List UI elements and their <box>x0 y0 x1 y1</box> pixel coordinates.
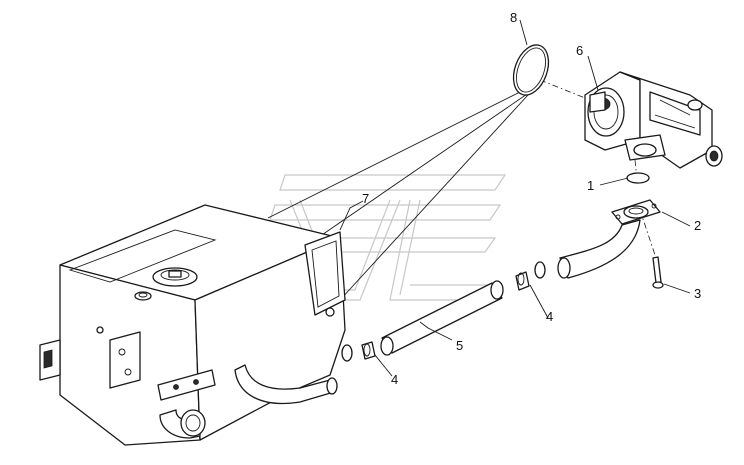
callout-7: 7 <box>362 191 369 206</box>
elbow-hose <box>557 219 641 279</box>
callout-4-left: 4 <box>391 372 398 387</box>
callout-3: 3 <box>694 286 701 301</box>
assembly-centerline-3 <box>639 209 656 256</box>
callout-1: 1 <box>587 178 594 193</box>
hydraulic-tank <box>39 204 346 446</box>
assembly-centerline-8 <box>539 79 591 101</box>
hose-clamp-right <box>515 261 546 291</box>
bolt <box>652 256 664 289</box>
hose-clamp-left <box>341 341 376 362</box>
callout-5: 5 <box>456 338 463 353</box>
suction-hose <box>380 280 504 356</box>
callout-4-right: 4 <box>546 309 553 324</box>
leader-lines <box>339 19 691 377</box>
callout-6: 6 <box>576 43 583 58</box>
callout-8: 8 <box>510 10 517 25</box>
flange-fitting <box>611 199 661 225</box>
o-ring-large <box>512 44 550 96</box>
hydraulic-pump <box>584 71 723 169</box>
callout-2: 2 <box>694 218 701 233</box>
phantom-lines <box>267 87 531 301</box>
o-ring-small <box>626 172 650 184</box>
